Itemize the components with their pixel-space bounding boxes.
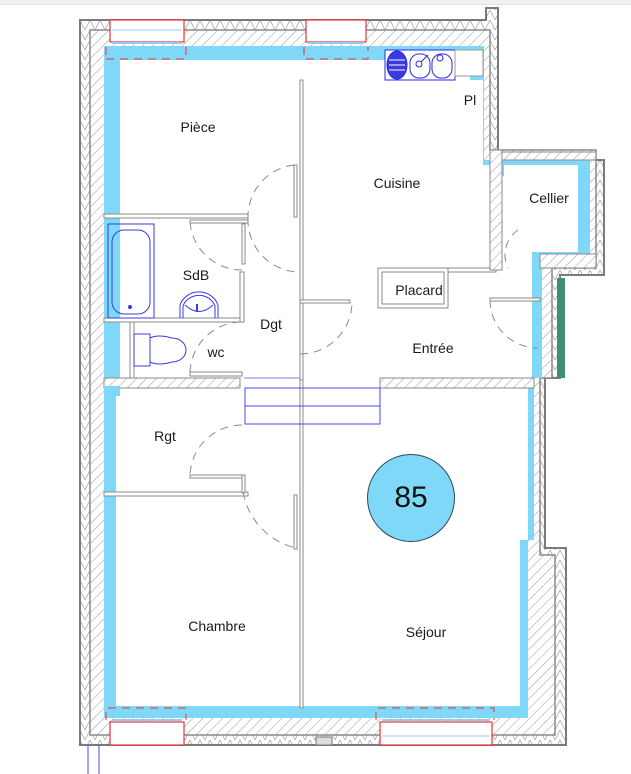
room-label-piece: Pièce: [180, 119, 216, 135]
door-swings: [189, 164, 539, 549]
room-label-sejour: Séjour: [405, 624, 447, 640]
room-label-rgt: Rgt: [154, 428, 176, 444]
room-label-pl: Pl: [463, 92, 477, 108]
facade-green-strip: [557, 278, 565, 378]
blue-fixture-lines: [87, 377, 381, 774]
surface-badge: 85: [367, 454, 455, 542]
room-label-dgt: Dgt: [260, 316, 282, 332]
room-label-sdb: SdB: [182, 267, 210, 283]
windows: [105, 19, 495, 746]
room-label-chambre: Chambre: [188, 618, 246, 634]
room-label-cuisine: Cuisine: [373, 175, 421, 191]
partitions: [103, 79, 541, 709]
room-label-cellier: Cellier: [529, 190, 569, 206]
room-label-entree: Entrée: [412, 340, 454, 356]
bathtub: [107, 223, 155, 319]
room-label-placard: Placard: [395, 282, 443, 298]
kitchen-sink: [384, 49, 484, 81]
exterior-walls: [79, 7, 605, 746]
meter-box: [315, 736, 333, 746]
toilet: [133, 333, 187, 367]
central-wall: [103, 149, 535, 396]
washbasin: [179, 291, 219, 318]
viewer-top-bar: [0, 0, 631, 5]
room-label-wc: wc: [207, 344, 225, 360]
